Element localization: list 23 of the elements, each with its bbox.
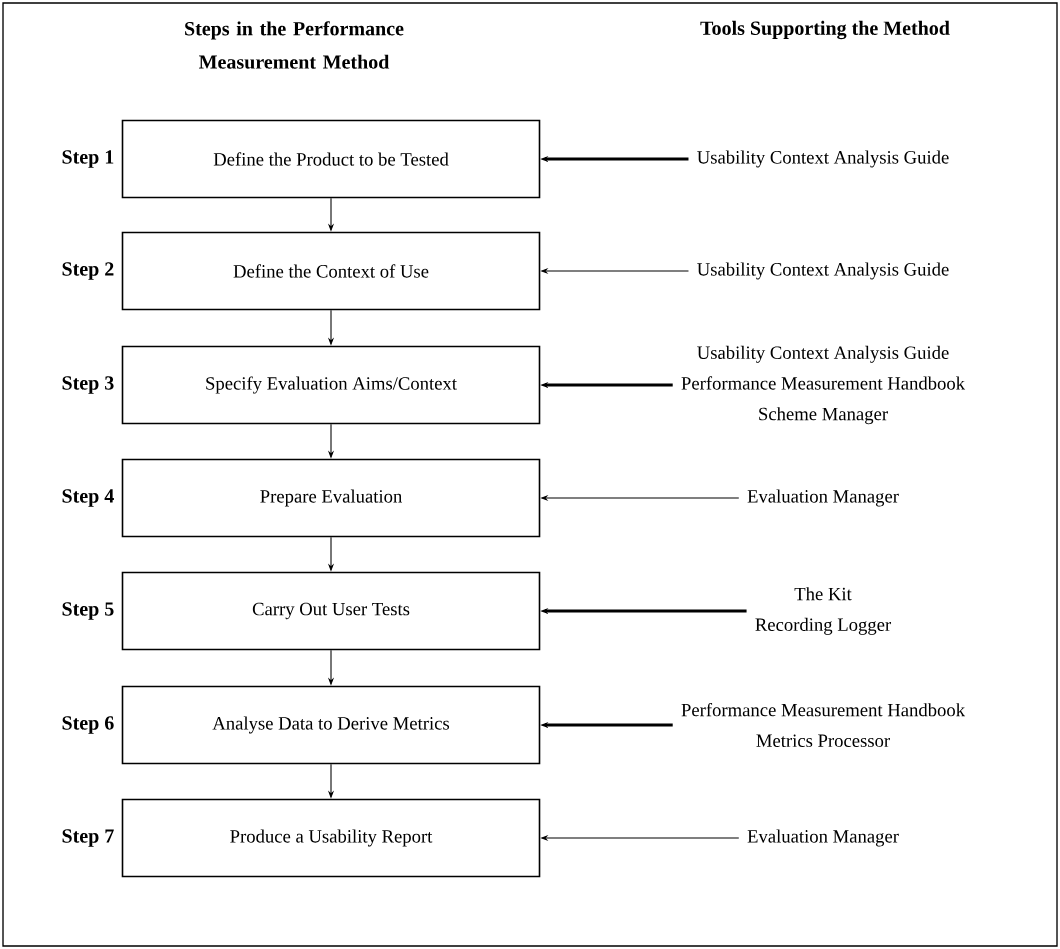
tool-text: Usability Context Analysis Guide Performance Measurement Handbook Scheme Manager [681,345,966,425]
process-box: Analyse Data to Derive Metrics [121,685,541,765]
step-label: Step 1 [62,150,114,168]
step-label: Step 3 [62,376,114,394]
tool-text: Performance Measurement Handbook Metrics Processor [681,703,966,747]
process-box: Define the Product to be Tested [121,119,541,199]
step-label: Step 2 [62,262,114,280]
step-label: Step 4 [62,489,114,507]
column-heading: Steps in the Performance Measurement Method [185,21,404,69]
step-label: Step 7 [62,829,114,847]
step-label: Step 6 [62,716,114,734]
process-box: Prepare Evaluation [121,458,541,538]
process-box: Carry Out User Tests [121,571,541,651]
tool-text: Usability Context Analysis Guide [697,150,949,168]
tool-text: Evaluation Manager [747,829,899,847]
step-label: Step 5 [62,602,114,620]
process-box: Specify Evaluation Aims/Context [121,345,541,425]
process-box: Produce a Usability Report [121,798,541,878]
tool-text: Evaluation Manager [747,489,899,507]
tool-text: Usability Context Analysis Guide [697,262,949,280]
column-heading: Tools Supporting the Method [700,20,950,40]
tool-text: The Kit Recording Logger [755,587,892,635]
process-box: Define the Context of Use [121,231,541,311]
